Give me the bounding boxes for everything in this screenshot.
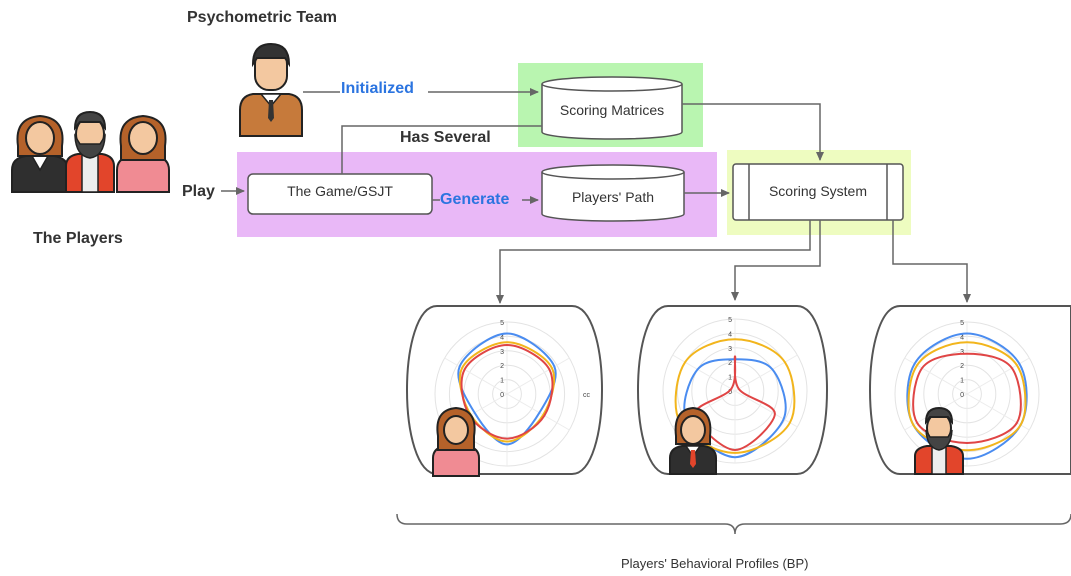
radar-spoke bbox=[506, 357, 570, 395]
radar-series-blue bbox=[457, 332, 557, 446]
radar-spoke bbox=[966, 393, 1030, 431]
bearded-player-avatar bbox=[914, 406, 964, 475]
scoring-system-box[interactable] bbox=[732, 163, 904, 221]
radar-series-blue bbox=[906, 332, 1028, 460]
scoring-system-label: Scoring System bbox=[768, 183, 868, 199]
radar-spoke bbox=[734, 390, 798, 428]
radar-series-yellow bbox=[458, 341, 556, 443]
radar-tick-label: 5 bbox=[960, 320, 964, 327]
radar-tick-label: 4 bbox=[960, 334, 964, 341]
radar-series-yellow bbox=[674, 338, 796, 454]
radar-spoke bbox=[734, 354, 798, 392]
radar-tick-label: 0 bbox=[728, 389, 732, 396]
radar-tick-label: 2 bbox=[500, 363, 504, 370]
radar-series-red bbox=[694, 355, 776, 452]
radar-series-red bbox=[912, 352, 1022, 445]
radar-tick-label: 1 bbox=[500, 378, 504, 385]
initialized-label: Initialized bbox=[341, 80, 414, 97]
radar-tick-label: 0 bbox=[500, 392, 504, 399]
radar-series-red bbox=[460, 343, 554, 440]
radar-tick-label: 1 bbox=[960, 378, 964, 385]
radar-tick-label: 2 bbox=[728, 360, 732, 367]
radar-chart-1: 5 4 3 2 1 0 cc bbox=[434, 320, 591, 467]
radar-tick-label: 1 bbox=[728, 375, 732, 382]
radar-spoke bbox=[506, 393, 570, 431]
radar-tick-label: 0 bbox=[960, 392, 964, 399]
radar-tick-label: 2 bbox=[960, 363, 964, 370]
radar-tick-label: 5 bbox=[728, 317, 732, 324]
game-label: The Game/GSJT bbox=[287, 183, 393, 199]
radar-chart-2: 5 4 3 2 1 0 bbox=[662, 317, 808, 464]
radar-tick-label: 4 bbox=[728, 331, 732, 338]
radar-axis-label: cc bbox=[583, 392, 591, 399]
players-group-avatar bbox=[11, 110, 170, 193]
generate-label: Generate bbox=[440, 191, 510, 208]
male-player-avatar bbox=[669, 406, 717, 475]
radar-spoke bbox=[444, 357, 508, 395]
psychometric-team-label: Psychometric Team bbox=[187, 9, 337, 26]
has-several-label: Has Several bbox=[400, 129, 491, 146]
bp-caption: Players' Behavioral Profiles (BP) bbox=[621, 556, 809, 571]
radar-tick-label: 3 bbox=[500, 349, 504, 356]
psychometrician-avatar bbox=[239, 42, 303, 137]
radar-spoke bbox=[672, 354, 736, 392]
the-players-label: The Players bbox=[33, 230, 123, 247]
play-label: Play bbox=[182, 183, 215, 200]
players-path-label: Players' Path bbox=[571, 189, 655, 205]
radar-chart-3: 5 4 3 2 1 0 bbox=[894, 320, 1040, 467]
radar-tick-label: 4 bbox=[500, 334, 504, 341]
radar-tick-label: 5 bbox=[500, 320, 504, 327]
players-path-db[interactable] bbox=[541, 164, 685, 222]
radar-series-yellow bbox=[907, 341, 1027, 452]
scoring-matrices-db[interactable] bbox=[541, 76, 683, 140]
radar-tick-label: 3 bbox=[960, 349, 964, 356]
scoring-matrices-label: Scoring Matrices bbox=[559, 102, 665, 118]
female-player-avatar bbox=[432, 406, 480, 477]
radar-tick-label: 3 bbox=[728, 346, 732, 353]
profile-frame-3 bbox=[869, 305, 1071, 475]
radar-series-blue bbox=[683, 358, 787, 459]
game-box[interactable] bbox=[247, 173, 433, 215]
